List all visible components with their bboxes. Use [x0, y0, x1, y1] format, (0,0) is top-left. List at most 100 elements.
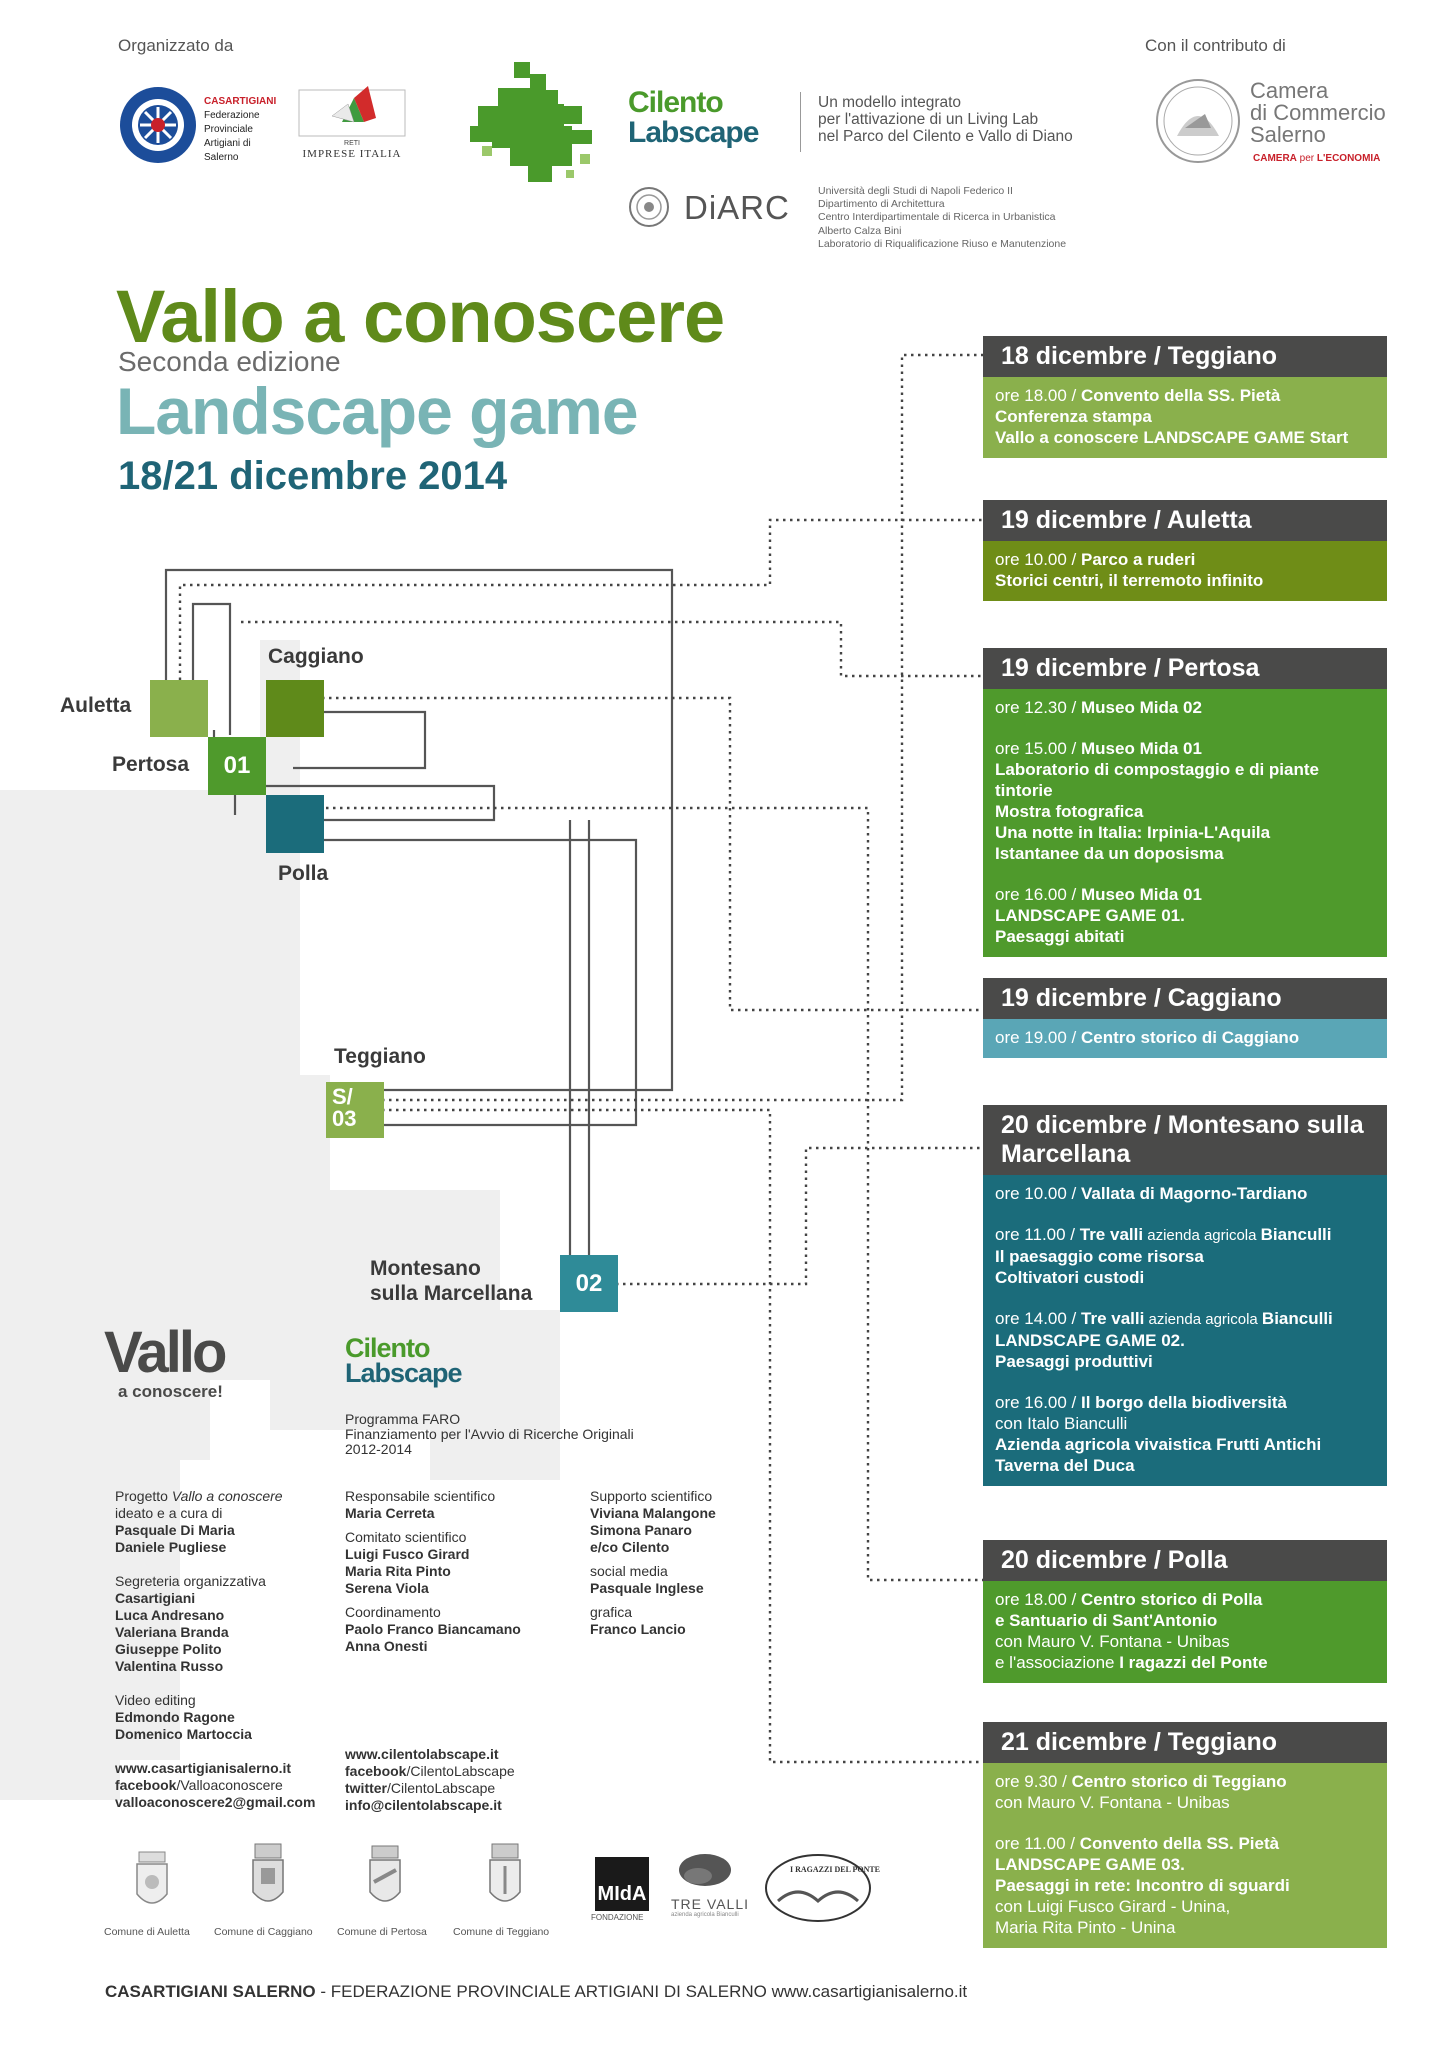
event-line: ore 16.00 / Museo Mida 01 [995, 884, 1375, 905]
event-detail: Vallo a conoscere LANDSCAPE GAME Start [995, 428, 1349, 447]
email-link[interactable]: info@cilentolabscape.it [345, 1797, 502, 1813]
website-link[interactable]: www.casartigianisalerno.it [115, 1760, 292, 1776]
event-header: 19 dicembre / Auletta [983, 500, 1387, 541]
event-body: ore 19.00 / Centro storico di Caggiano [983, 1019, 1387, 1058]
event-time: ore 19.00 / [995, 1028, 1082, 1047]
event-line: Istantanee da un doposisma [995, 843, 1375, 864]
event-note: azienda agricola [1143, 1227, 1261, 1244]
mida-logo: MIdA [595, 1857, 649, 1911]
cilento-logo-line: Cilento [628, 86, 724, 119]
reti-imprese-italia-logo: RETI IMPRESE ITALIA [298, 82, 406, 162]
event-line: ore 11.00 / Convento della SS. Pietà [995, 1833, 1375, 1854]
comune-label: Comune di Caggiano [214, 1926, 313, 1938]
event-line: Una notte in Italia: Irpinia-L'Aquila [995, 822, 1375, 843]
montesano-label: Montesano sulla Marcellana [370, 1256, 532, 1306]
event-box: 20 dicembre / Montesano sulla Marcellana… [983, 1105, 1387, 1486]
event-line: ore 14.00 / Tre valli azienda agricola B… [995, 1308, 1375, 1330]
event-detail: Convento della SS. Pietà [1079, 1834, 1280, 1853]
event-header: 21 dicembre / Teggiano [983, 1722, 1387, 1763]
casartigiani-line: CASARTIGIANI [204, 96, 277, 107]
credit-name: Valeriana Branda [115, 1624, 229, 1640]
credit-name: Pasquale Di Maria [115, 1522, 235, 1538]
university-text: Università degli Studi di Napoli Federic… [818, 185, 1066, 251]
ragazzi-del-ponte-logo: I RAGAZZI DEL PONTE [790, 1865, 881, 1874]
event-line: Paesaggi in rete: Incontro di sguardi [995, 1875, 1375, 1896]
event-detail: Centro storico di Teggiano [1071, 1772, 1287, 1791]
ragazzi-del-ponte-logo-icon [765, 1854, 871, 1922]
reti-flag-icon [298, 86, 406, 137]
cilento-logo-text: Cilento Labscape [628, 86, 759, 149]
event-note: con Mauro V. Fontana - Unibas [995, 1632, 1230, 1651]
facebook-label: facebook [115, 1777, 177, 1793]
spacer [995, 1204, 1375, 1224]
tre-valli-sub: azienda agricola Bianculli [671, 1912, 739, 1918]
cilento-labscape-logo [470, 60, 600, 190]
social-label: social media [590, 1563, 668, 1579]
facebook-handle[interactable]: /Valloaconoscere [176, 1777, 283, 1793]
camera-line: Salerno [1250, 122, 1326, 147]
event-detail: Azienda agricola vivaistica Frutti Antic… [995, 1435, 1322, 1454]
camera-commercio-name: Camera di Commercio Salerno [1250, 80, 1386, 146]
teggiano-square: S/03 [326, 1082, 384, 1138]
event-line: Azienda agricola vivaistica Frutti Antic… [995, 1434, 1375, 1455]
progetto-name: Vallo a conoscere [171, 1488, 283, 1504]
credit-name: Paolo Franco Biancamano [345, 1621, 521, 1637]
pertosa-square: 01 [208, 737, 266, 795]
facebook-handle[interactable]: /CilentoLabscape [406, 1763, 515, 1779]
credit-name: Domenico Martoccia [115, 1726, 252, 1742]
montesano-square: 02 [560, 1255, 618, 1312]
event-line: Il paesaggio come risorsa [995, 1246, 1375, 1267]
credit-name: Maria Cerreta [345, 1505, 435, 1521]
event-time: ore 10.00 / [995, 1184, 1082, 1203]
event-detail: Coltivatori custodi [995, 1268, 1145, 1287]
event-line: LANDSCAPE GAME 01. [995, 905, 1375, 926]
twitter-label: twitter [345, 1780, 387, 1796]
auletta-label: Auletta [60, 694, 132, 717]
event-line: LANDSCAPE GAME 03. [995, 1854, 1375, 1875]
montesano-label-line: Montesano [370, 1257, 481, 1280]
event-time: ore 15.00 / [995, 739, 1082, 758]
resp-label: Responsabile scientifico [345, 1488, 496, 1504]
polla-label: Polla [278, 862, 329, 885]
credit-name: Simona Panaro [590, 1522, 692, 1538]
polla-square [266, 795, 324, 853]
event-detail: Il paesaggio come risorsa [995, 1247, 1204, 1266]
cilento-tagline-line: per l'attivazione di un Living Lab [818, 111, 1039, 128]
programma-line: 2012-2014 [345, 1441, 412, 1457]
event-line: con Luigi Fusco Girard - Unina, [995, 1896, 1375, 1917]
credits-column-1: Progetto Vallo a conoscere ideato e a cu… [115, 1488, 325, 1811]
credit-name: Valentina Russo [115, 1658, 224, 1674]
event-header: 19 dicembre / Pertosa [983, 648, 1387, 689]
website-link[interactable]: www.cilentolabscape.it [345, 1746, 499, 1762]
grafica-label: grafica [590, 1604, 633, 1620]
event-time: ore 16.00 / [995, 1393, 1082, 1412]
event-time: ore 9.30 / [995, 1772, 1072, 1791]
event-detail: Parco a ruderi [1081, 550, 1196, 569]
event-header: 20 dicembre / Montesano sulla Marcellana [983, 1105, 1387, 1175]
credit-name: Edmondo Ragone [115, 1709, 235, 1725]
supporto-label: Supporto scientifico [590, 1488, 713, 1504]
cilento-logo-line: Labscape [628, 116, 759, 149]
credit-name: Luca Andresano [115, 1607, 225, 1623]
teggiano-label: Teggiano [334, 1045, 426, 1068]
contribution-label: Con il contributo di [1145, 36, 1286, 55]
teggiano-number-bottom: 03 [332, 1106, 357, 1131]
event-line: ore 10.00 / Parco a ruderi [995, 549, 1375, 570]
auletta-square [150, 680, 208, 737]
tre-valli-logo: TRE VALLI [671, 1896, 749, 1912]
event-line: Conferenza stampa [995, 406, 1375, 427]
twitter-handle[interactable]: /CilentoLabscape [387, 1780, 496, 1796]
email-link[interactable]: valloaconoscere2@gmail.com [115, 1794, 316, 1810]
diarc-logo: DiARC [684, 189, 790, 226]
event-line: con Italo Bianculli [995, 1413, 1375, 1434]
event-line: con Mauro V. Fontana - Unibas [995, 1631, 1375, 1652]
mida-sub: FONDAZIONE [591, 1913, 644, 1922]
event-detail: Conferenza stampa [995, 407, 1152, 426]
event-line: con Mauro V. Fontana - Unibas [995, 1792, 1375, 1813]
comitato-label: Comitato scientifico [345, 1529, 467, 1545]
casartigiani-line: Federazione [204, 110, 260, 121]
event-line: Coltivatori custodi [995, 1267, 1375, 1288]
